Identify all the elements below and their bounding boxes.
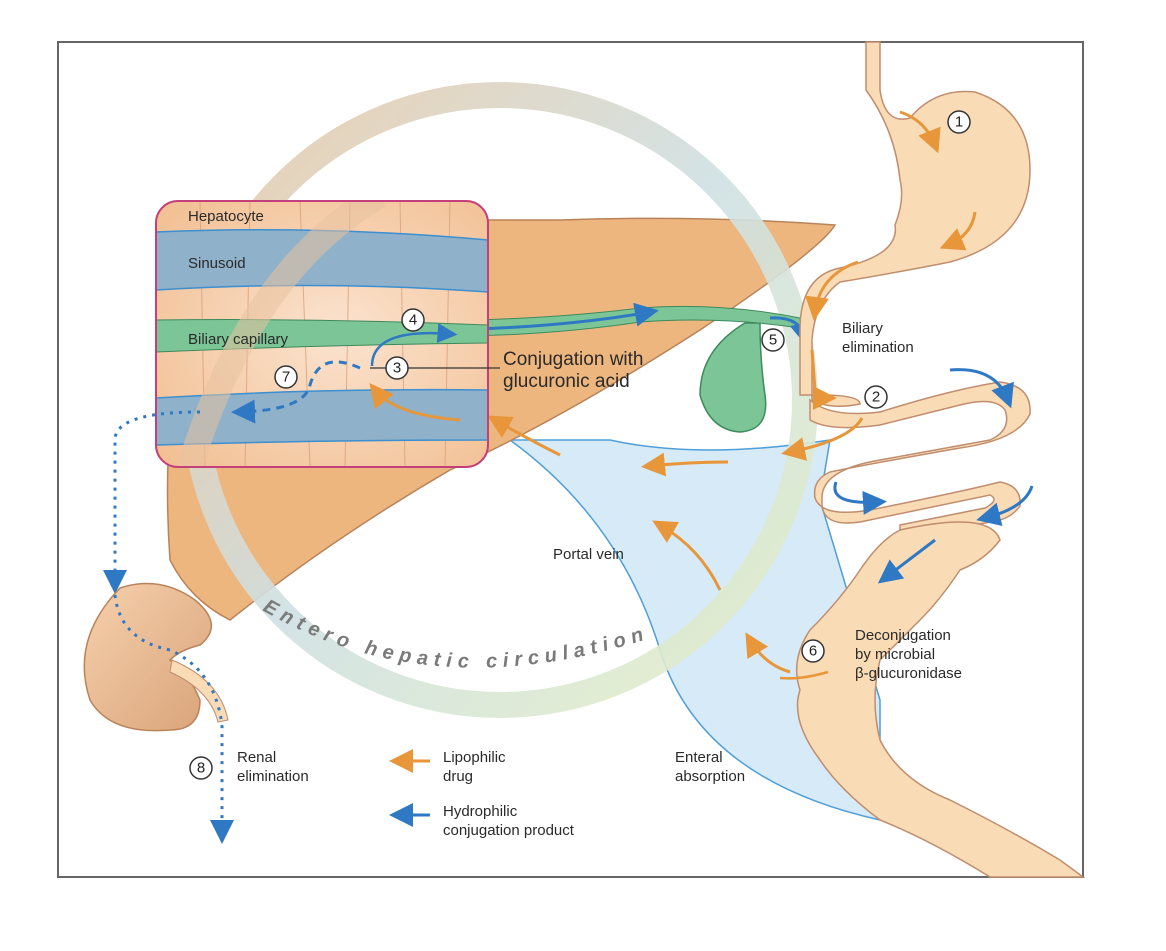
svg-text:4: 4 [409, 312, 417, 329]
hydrophilic-dashed-to-sinusoid [231, 360, 361, 424]
svg-text:8: 8 [197, 760, 205, 777]
hydrophilic-arrow-colon [877, 538, 936, 584]
hydrophilic-dotted-to-kidney [103, 410, 201, 594]
step-badge-7: 7 [274, 365, 298, 389]
step-badge-1: 1 [947, 110, 971, 134]
step-badge-6: 6 [801, 639, 825, 663]
svg-text:7: 7 [282, 369, 290, 386]
deconjugation-arc [779, 670, 829, 680]
lipophilic-arrow-enteral [745, 632, 791, 674]
svg-text:1: 1 [955, 114, 963, 131]
colon [795, 521, 1086, 878]
svg-text:2: 2 [872, 389, 880, 406]
sinusoid-top [156, 229, 488, 293]
biliary-capillary-label: Biliary capillary [188, 331, 289, 348]
svg-text:6: 6 [809, 643, 817, 660]
step-badge-3: 3 [385, 356, 409, 380]
lipophilic-arrow-stomach-1 [899, 110, 941, 154]
gallbladder [699, 322, 767, 433]
small-intestine-loop-1 [809, 381, 1031, 541]
ureter [169, 659, 229, 723]
svg-text:3: 3 [393, 360, 401, 377]
step-badge-8: 8 [189, 756, 213, 780]
svg-text:5: 5 [769, 332, 777, 349]
sinusoid-label: Sinusoid [188, 255, 246, 272]
lipophilic-arrow-duodenum-1 [805, 260, 859, 321]
lipophilic-arrow-portal-3 [487, 415, 561, 457]
lipophilic-arrow-into-hepatocyte [369, 382, 461, 422]
lipophilic-arrow-absorption-1 [781, 417, 864, 461]
kidney [83, 582, 212, 732]
hydrophilic-arrow-to-bile [370, 323, 458, 367]
hepatocyte-inset-border [155, 200, 489, 468]
renal-dotted-path [113, 594, 234, 844]
stomach-esophagus [799, 41, 1031, 407]
step-badge-4: 4 [401, 308, 425, 332]
lipophilic-arrow-portal-1 [641, 452, 729, 477]
hepatocyte-label: Hepatocyte [188, 208, 264, 225]
lipophilic-arrow-portal-2 [652, 520, 722, 591]
hydrophilic-arrow-loop-3 [976, 485, 1034, 526]
hydrophilic-arrow-loop-2 [833, 481, 887, 515]
step-badge-2: 2 [864, 385, 888, 409]
portal-vein-label: Portal vein [553, 546, 624, 563]
lipophilic-arrow-duodenum-2 [810, 349, 837, 410]
hydrophilic-arrow-loop-1 [949, 368, 1014, 409]
lipophilic-arrow-stomach-2 [939, 211, 977, 251]
step-badge-5: 5 [761, 328, 785, 352]
